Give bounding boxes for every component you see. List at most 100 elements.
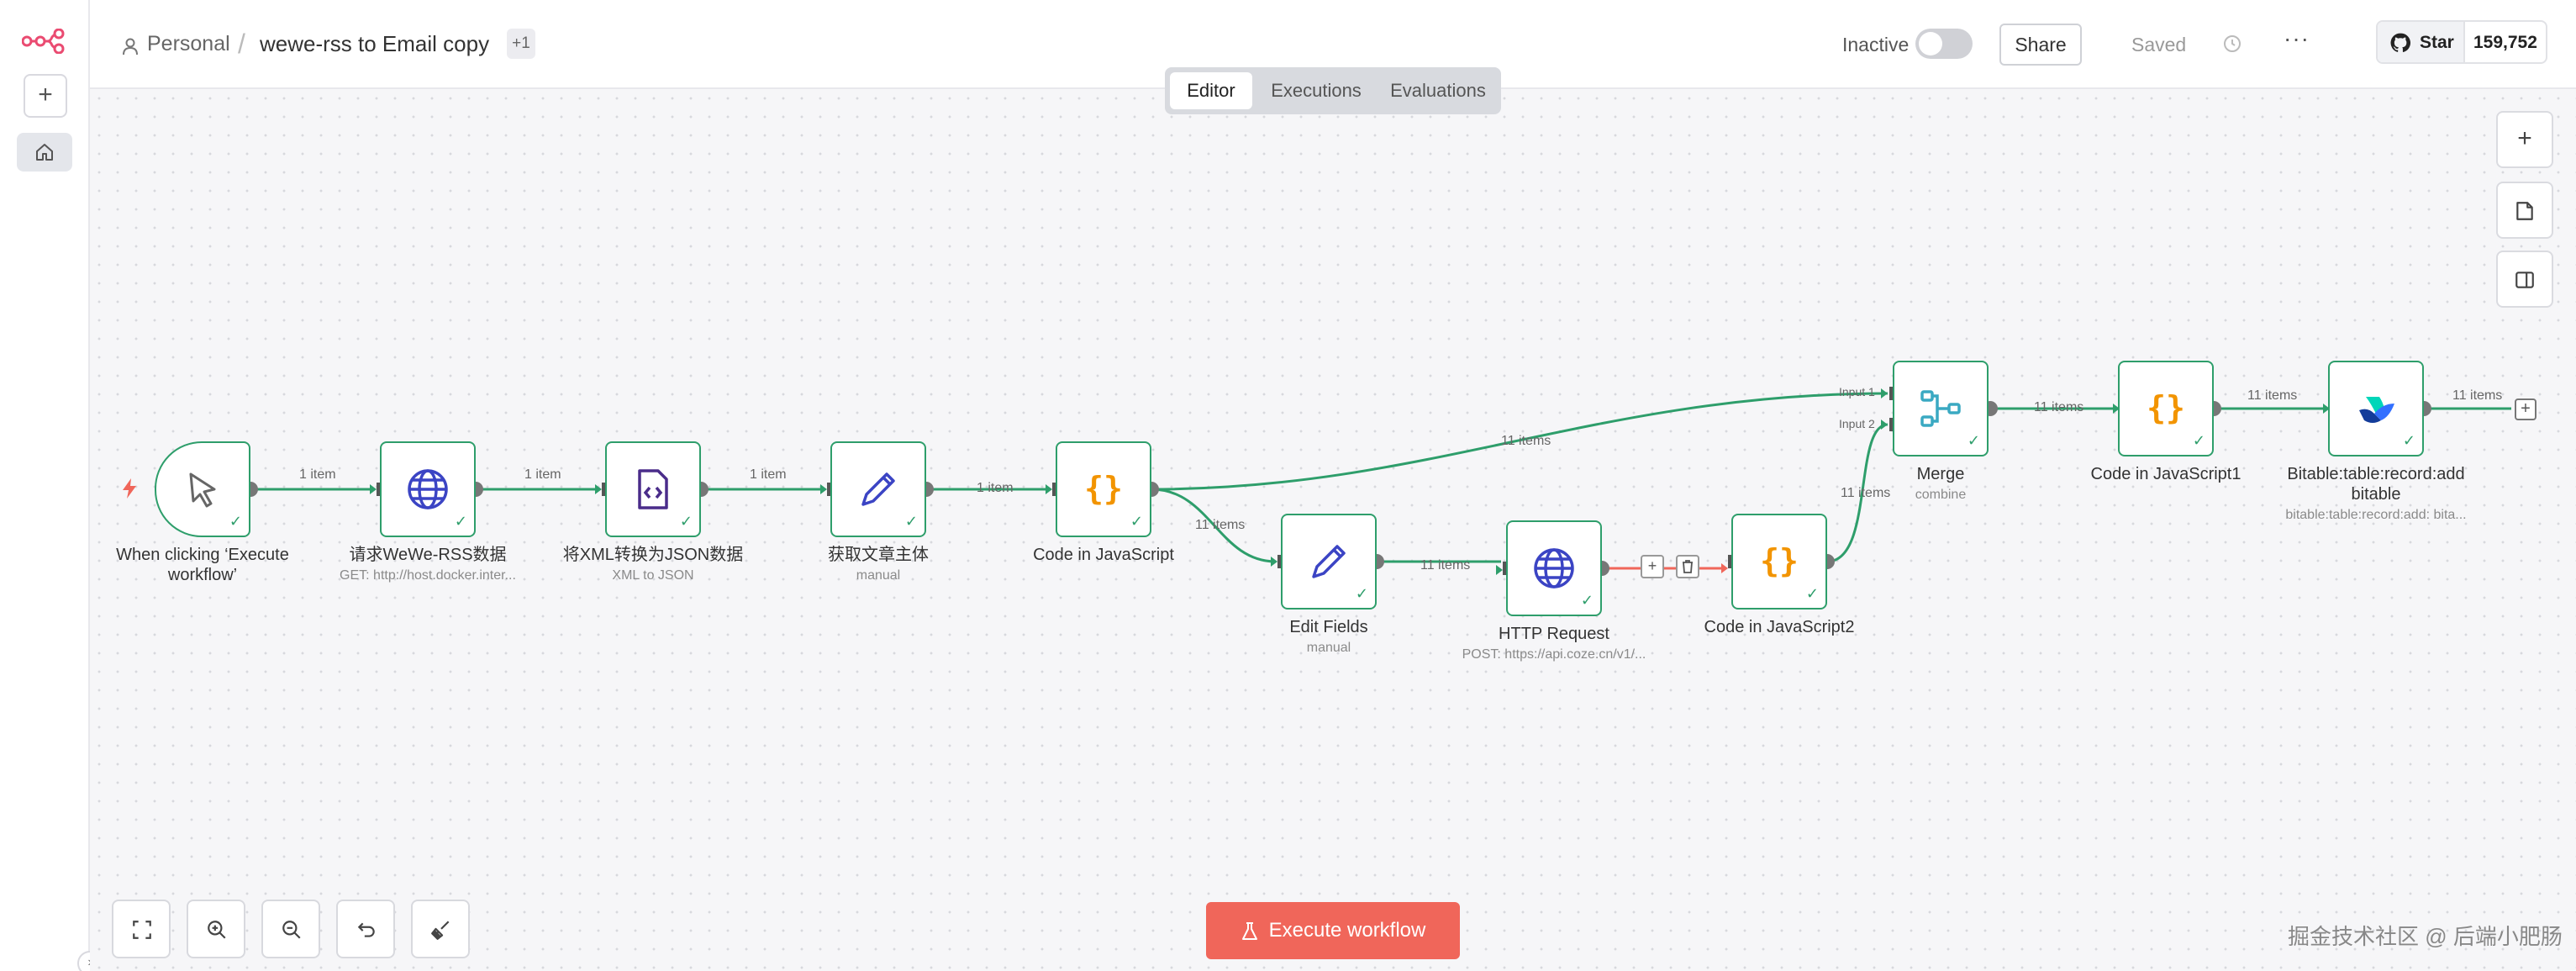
history-icon[interactable] [2222, 34, 2242, 54]
merge-input-1-label: Input 1 [1839, 385, 1875, 398]
success-check-icon: ✓ [1355, 585, 1368, 602]
github-star-button[interactable]: Star [2378, 22, 2465, 62]
github-star-label: Star [2420, 33, 2454, 52]
tab-executions[interactable]: Executions [1271, 80, 1362, 101]
node-label: Merge [1916, 465, 1965, 483]
node-subtitle: bitable:table:record:add: bita... [2285, 508, 2467, 522]
success-check-icon: ✓ [1580, 592, 1594, 609]
edge-label: 11 items [1420, 558, 1471, 573]
home-nav-button[interactable] [17, 133, 72, 172]
success-check-icon: ✓ [904, 513, 918, 530]
broom-icon [431, 921, 450, 940]
node-subtitle: manual [856, 568, 901, 583]
node-subtitle: manual [1306, 641, 1351, 655]
more-options-icon[interactable]: ··· [2284, 25, 2310, 51]
globe-icon [408, 469, 448, 509]
node-code-js[interactable]: {} ✓ [1056, 441, 1151, 537]
node-fetch-article[interactable]: ✓ [830, 441, 926, 537]
node-manual-trigger[interactable]: ✓ [155, 441, 250, 537]
globe-icon [1534, 548, 1574, 588]
zoom-out-button[interactable] [261, 900, 320, 958]
code-file-icon [638, 469, 668, 509]
success-check-icon: ✓ [1967, 432, 1980, 449]
success-check-icon: ✓ [1130, 513, 1143, 530]
svg-text:{}: {} [2147, 389, 2185, 426]
tab-evaluations[interactable]: Evaluations [1390, 80, 1486, 101]
node-code-js2[interactable]: {} ✓ [1731, 514, 1827, 610]
edge-label: 11 items [1195, 518, 1246, 532]
connection-add-button[interactable]: + [1641, 555, 1664, 578]
node-subtitle: GET: http://host.docker.inter... [340, 568, 516, 583]
trash-icon [1683, 560, 1693, 573]
cursor-icon [189, 472, 216, 508]
execute-workflow-button[interactable]: Execute workflow [1206, 902, 1460, 959]
zoom-out-icon [282, 921, 301, 939]
home-icon [36, 144, 53, 161]
edge-label: 1 item [299, 467, 336, 482]
active-toggle[interactable] [1915, 29, 1973, 59]
reset-zoom-button[interactable] [336, 900, 395, 958]
add-next-node-button[interactable]: + [2515, 398, 2536, 420]
edge-label: 1 item [977, 481, 1014, 495]
svg-text:{}: {} [1084, 470, 1123, 507]
note-icon [2516, 202, 2533, 220]
success-check-icon: ✓ [229, 513, 242, 530]
pencil-icon [1312, 545, 1346, 578]
github-star-widget[interactable]: Star 159,752 [2376, 20, 2547, 64]
edge-label: 1 item [524, 467, 561, 482]
fit-view-button[interactable] [112, 900, 171, 958]
success-check-icon: ✓ [2192, 432, 2205, 449]
toggle-panel-button[interactable] [2496, 251, 2553, 308]
tab-editor[interactable]: Editor [1170, 72, 1252, 109]
node-label: Code in JavaScript1 [2090, 465, 2241, 483]
create-button[interactable]: + [24, 74, 67, 118]
share-button[interactable]: Share [1999, 24, 2082, 66]
zoom-in-icon [208, 921, 226, 939]
node-label: 请求WeWe-RSS数据 [349, 546, 507, 564]
tag-count-badge[interactable]: +1 [507, 29, 535, 59]
panel-icon [2515, 272, 2534, 288]
braces-icon: {} [1084, 470, 1123, 507]
user-icon [123, 38, 138, 55]
success-check-icon: ✓ [679, 513, 693, 530]
node-xml-to-json[interactable]: ✓ [605, 441, 701, 537]
edge-label: 1 item [750, 467, 787, 482]
node-subtitle: POST: https://api.coze.cn/v1/... [1462, 647, 1646, 662]
success-check-icon: ✓ [1805, 585, 1819, 602]
braces-icon: {} [2147, 389, 2185, 426]
fit-view-icon [133, 921, 151, 939]
breadcrumb-project[interactable]: Personal [147, 32, 230, 55]
node-label: Code in JavaScript2 [1704, 618, 1855, 636]
edge-label: 11 items [2034, 400, 2084, 414]
top-header: Personal / wewe-rss to Email copy +1 Ina… [90, 0, 2576, 89]
connection-9[interactable] [1826, 423, 1889, 563]
tidy-up-button[interactable] [411, 900, 470, 958]
breadcrumb-separator: / [238, 29, 245, 59]
github-star-count: 159,752 [2473, 33, 2537, 52]
trigger-bolt-icon [123, 478, 136, 499]
view-tabs: Editor Executions Evaluations [1165, 67, 1501, 114]
workflow-name[interactable]: wewe-rss to Email copy [260, 31, 490, 56]
pencil-icon [861, 472, 895, 506]
n8n-logo-icon[interactable] [22, 29, 66, 54]
node-rss-request[interactable]: ✓ [380, 441, 476, 537]
node-label: Edit Fields [1289, 618, 1368, 636]
braces-icon: {} [1760, 542, 1799, 579]
node-edit-fields[interactable]: ✓ [1281, 514, 1377, 610]
merge-input-2-label: Input 2 [1839, 417, 1875, 430]
node-bitable[interactable]: ✓ [2328, 361, 2424, 456]
sticky-note-button[interactable] [2496, 182, 2553, 239]
node-merge[interactable]: ✓ [1893, 361, 1989, 456]
connection-5[interactable] [1151, 392, 1889, 491]
node-label: HTTP Request [1499, 625, 1609, 643]
node-label: Code in JavaScript [1033, 546, 1174, 564]
node-label: Bitable:table:record:add bitable [2287, 465, 2465, 504]
node-label: 获取文章主体 [828, 546, 929, 564]
connection-6[interactable] [1151, 488, 1277, 563]
connection-delete-button[interactable] [1676, 555, 1699, 578]
edge-label: 11 items [2452, 388, 2503, 403]
zoom-in-button[interactable] [187, 900, 245, 958]
node-http-request[interactable]: ✓ [1506, 520, 1602, 616]
node-code-js1[interactable]: {} ✓ [2118, 361, 2214, 456]
add-node-button[interactable]: + [2496, 111, 2553, 168]
